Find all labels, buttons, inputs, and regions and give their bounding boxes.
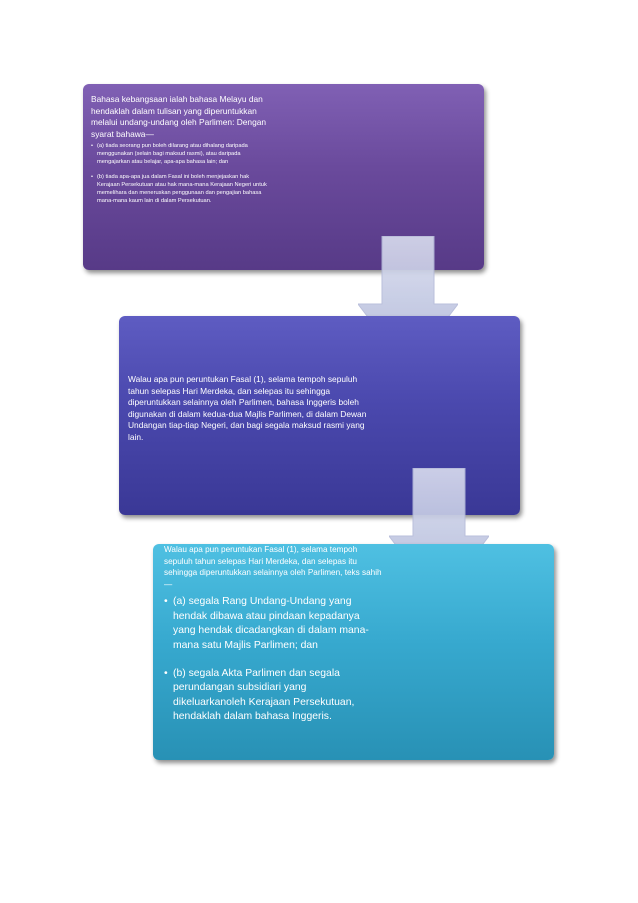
box-3-content: Walau apa pun peruntukan Fasal (1), sela… (164, 544, 382, 739)
box-2-text: Walau apa pun peruntukan Fasal (1), sela… (128, 374, 367, 442)
box-1-bullet-b: (b) tiada apa-apa jua dalam Fasal ini bo… (91, 173, 271, 205)
box-1-content: Bahasa kebangsaan ialah bahasa Melayu da… (91, 94, 271, 212)
box-3-bullet-list: (a) segala Rang Undang-Undang yang henda… (164, 595, 382, 724)
box-1-bullet-a: (a) tiada seorang pun boleh dilarang ata… (91, 142, 271, 166)
box-3-bullet-a: (a) segala Rang Undang-Undang yang henda… (164, 595, 382, 653)
box-1-text: Bahasa kebangsaan ialah bahasa Melayu da… (91, 94, 267, 139)
box-3-bullet-b: (b) segala Akta Parlimen dan segala peru… (164, 667, 382, 725)
box-3-text: Walau apa pun peruntukan Fasal (1), sela… (164, 545, 382, 589)
box-1-bullet-list: (a) tiada seorang pun boleh dilarang ata… (91, 142, 271, 205)
